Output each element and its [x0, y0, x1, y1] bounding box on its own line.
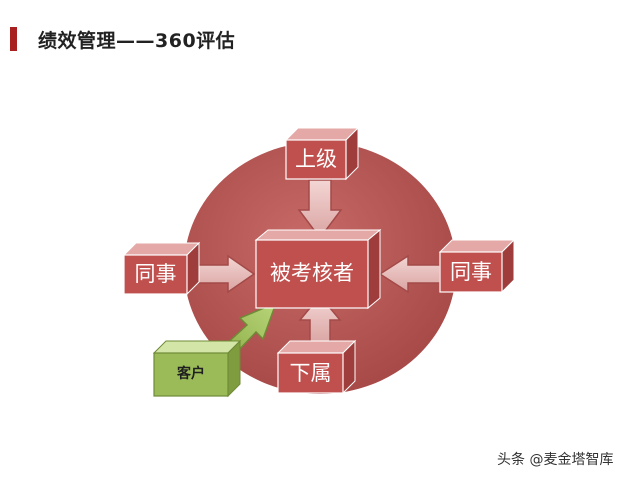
arrow-left-to-center — [193, 254, 256, 294]
left-box-label: 同事 — [134, 262, 177, 286]
title-accent-bar — [10, 27, 17, 51]
arrow-right-to-center — [378, 254, 441, 294]
customer-box-label: 客户 — [177, 366, 205, 382]
customer-box — [152, 339, 242, 398]
center-box — [254, 228, 382, 310]
page-title: 绩效管理——360评估 — [38, 30, 236, 52]
arrow-top-to-center — [297, 179, 343, 240]
center-box-label: 被考核者 — [270, 261, 354, 285]
watermark: 头条 @麦金塔智库 — [497, 452, 614, 468]
bottom-box — [276, 339, 357, 395]
right-box-label: 同事 — [450, 260, 492, 284]
left-box — [122, 241, 201, 296]
right-box — [438, 238, 516, 294]
top-box-label: 上级 — [295, 147, 337, 171]
bottom-box-label: 下属 — [289, 361, 332, 385]
top-box — [284, 126, 360, 181]
